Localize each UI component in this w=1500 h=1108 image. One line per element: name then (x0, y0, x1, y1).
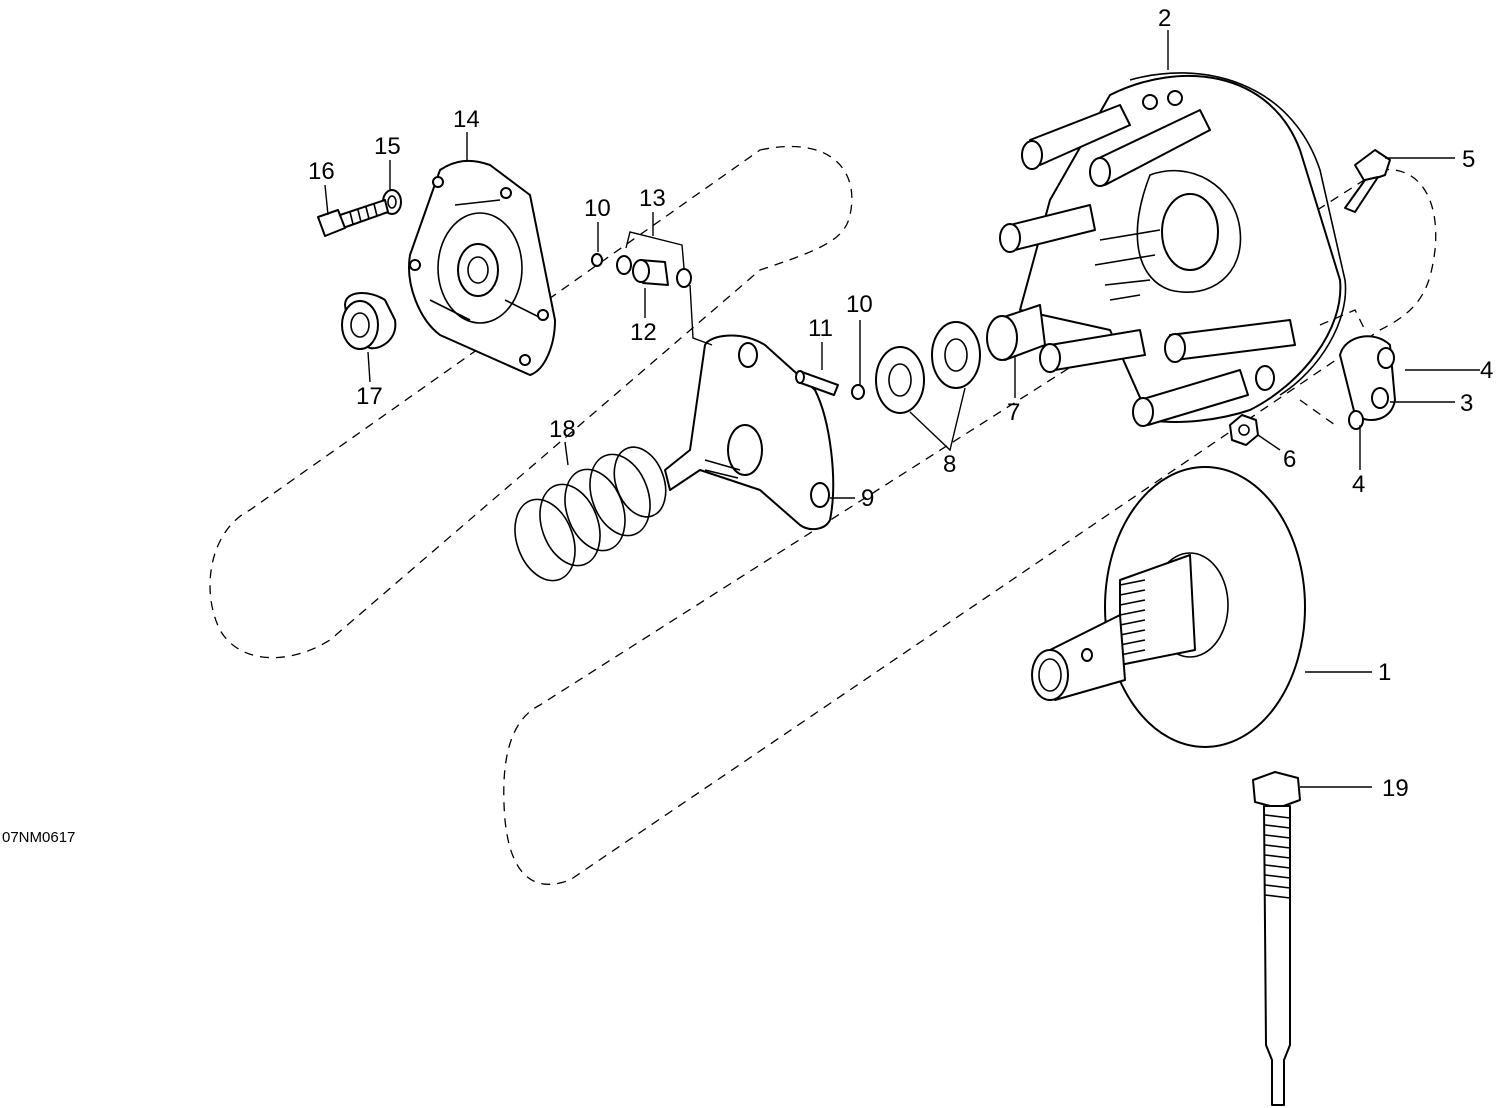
part-16-bolt (317, 199, 389, 237)
callout-6: 6 (1283, 446, 1296, 473)
assembly-outline-upper (209, 145, 853, 659)
callout-7: 7 (1007, 399, 1020, 426)
part-8-washers (875, 321, 981, 414)
callout-4-lower: 4 (1352, 471, 1365, 498)
part-9-arm (664, 334, 835, 531)
callout-15: 15 (374, 133, 401, 160)
callout-12: 12 (630, 319, 657, 346)
callout-labels: 1 2 3 4 4 5 6 7 8 9 10 10 11 12 13 14 15… (308, 5, 1493, 802)
part-18-spring (514, 446, 667, 582)
callout-4-upper: 4 (1480, 357, 1493, 384)
part-19-bolt (1252, 771, 1301, 1106)
callout-2: 2 (1158, 5, 1171, 32)
callout-3: 3 (1460, 390, 1473, 417)
assembly-outline-lower (503, 168, 1437, 885)
callout-11: 11 (808, 315, 833, 342)
callout-10-upper: 10 (584, 195, 611, 222)
figure-reference: 07NM0617 (2, 829, 75, 846)
callout-17: 17 (356, 383, 383, 410)
part-6-nut (1229, 414, 1259, 446)
part-10-washer-lower (851, 384, 865, 400)
part-17-bushing (341, 292, 397, 350)
part-7-sleeve (986, 304, 1046, 361)
part-1-sheave (1031, 466, 1306, 748)
part-14-cover (408, 159, 556, 376)
callout-13: 13 (639, 185, 666, 212)
part-13-washers (616, 255, 692, 288)
part-4-bushings (1299, 309, 1366, 430)
part-3-weight (1339, 335, 1396, 421)
callout-14: 14 (453, 106, 480, 133)
part-10-washer-upper (591, 253, 603, 267)
part-11-pin (795, 370, 839, 396)
callout-10-lower: 10 (846, 291, 873, 318)
callout-19: 19 (1382, 775, 1409, 802)
callout-5: 5 (1462, 146, 1475, 173)
part-2-housing (999, 72, 1347, 427)
callout-8: 8 (943, 451, 956, 478)
callout-18: 18 (549, 416, 576, 443)
callout-1: 1 (1378, 659, 1391, 686)
leader-lines (324, 30, 1480, 788)
callout-16: 16 (308, 158, 335, 185)
part-12-roller (632, 259, 669, 286)
part-5-screw (1344, 149, 1391, 213)
callout-9: 9 (861, 485, 874, 512)
